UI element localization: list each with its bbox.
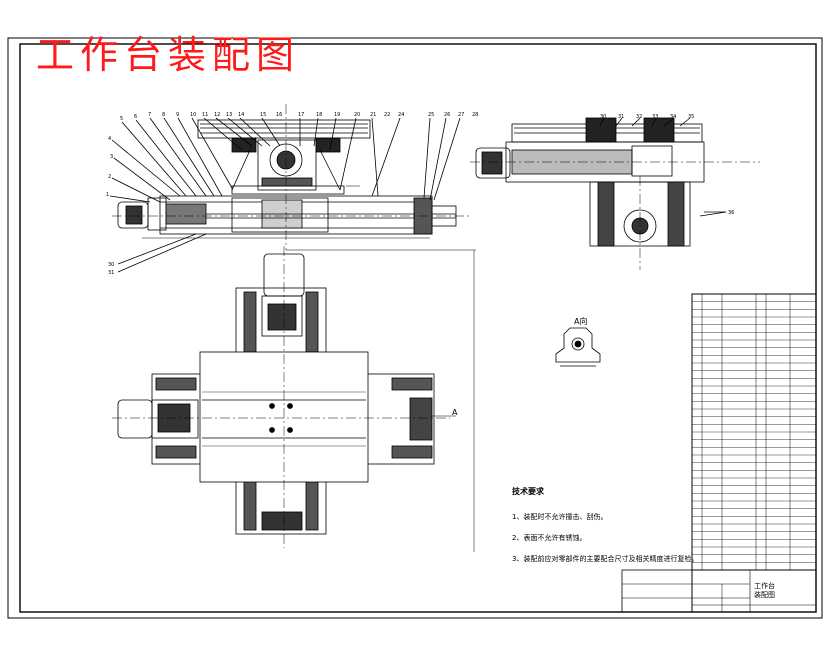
tech-requirement-2: 2、表面不允许有锈蚀。 — [512, 534, 587, 542]
svg-text:4: 4 — [108, 136, 111, 142]
svg-text:14: 14 — [238, 112, 244, 118]
svg-text:33: 33 — [652, 114, 658, 120]
side-view — [470, 117, 760, 270]
title-block — [621, 569, 817, 613]
svg-text:12: 12 — [214, 112, 220, 118]
a-view-label: A向 — [574, 317, 588, 326]
svg-text:26: 26 — [444, 112, 450, 118]
svg-text:18: 18 — [316, 112, 322, 118]
svg-text:27: 27 — [458, 112, 464, 118]
svg-text:32: 32 — [636, 114, 642, 120]
tech-requirement-1: 1、装配时不允许撞击、刮伤。 — [512, 513, 608, 521]
tech-requirement-3: 3、装配前应对零部件的主要配合尺寸及相关精度进行复检。 — [512, 555, 699, 563]
svg-text:15: 15 — [260, 112, 266, 118]
svg-text:22: 22 — [384, 112, 390, 118]
drawing-title: 工作台装配图 — [36, 33, 301, 77]
svg-text:16: 16 — [276, 112, 282, 118]
svg-text:1: 1 — [106, 192, 109, 198]
svg-text:34: 34 — [670, 114, 676, 120]
svg-text:21: 21 — [370, 112, 376, 118]
svg-text:28: 28 — [472, 112, 478, 118]
title-block-name: 工作台 装配图 — [754, 582, 775, 600]
svg-text:31: 31 — [108, 270, 114, 276]
section-mark-a: A — [452, 408, 458, 417]
svg-text:7: 7 — [148, 112, 151, 118]
svg-text:36: 36 — [728, 210, 734, 216]
svg-text:3: 3 — [110, 154, 113, 160]
svg-text:24: 24 — [398, 112, 404, 118]
svg-text:20: 20 — [354, 112, 360, 118]
svg-text:13: 13 — [226, 112, 232, 118]
a-view-detail — [555, 327, 601, 367]
title-block-name-line1: 工作台 — [754, 582, 775, 590]
svg-text:25: 25 — [428, 112, 434, 118]
svg-text:17: 17 — [298, 112, 304, 118]
svg-text:19: 19 — [334, 112, 340, 118]
svg-text:8: 8 — [162, 112, 165, 118]
front-view — [109, 104, 470, 273]
side-view-part-numbers: 30 31 32 33 34 35 36 — [600, 114, 734, 216]
technical-requirements: 技术要求 1、装配时不允许撞击、刮伤。 2、表面不允许有锈蚀。 3、装配前应对零… — [512, 488, 698, 577]
svg-text:11: 11 — [202, 112, 208, 118]
svg-text:2: 2 — [108, 174, 111, 180]
svg-text:31: 31 — [618, 114, 624, 120]
svg-text:5: 5 — [120, 116, 123, 122]
outer-border — [7, 37, 823, 619]
svg-text:6: 6 — [134, 114, 137, 120]
title-block-name-line2: 装配图 — [754, 591, 775, 599]
plan-view — [112, 246, 476, 552]
svg-text:10: 10 — [190, 112, 196, 118]
svg-text:30: 30 — [600, 114, 606, 120]
svg-text:30: 30 — [108, 262, 114, 268]
parts-list-rows — [692, 301, 816, 563]
svg-text:9: 9 — [176, 112, 179, 118]
svg-text:35: 35 — [688, 114, 694, 120]
tech-requirements-heading: 技术要求 — [512, 487, 544, 496]
